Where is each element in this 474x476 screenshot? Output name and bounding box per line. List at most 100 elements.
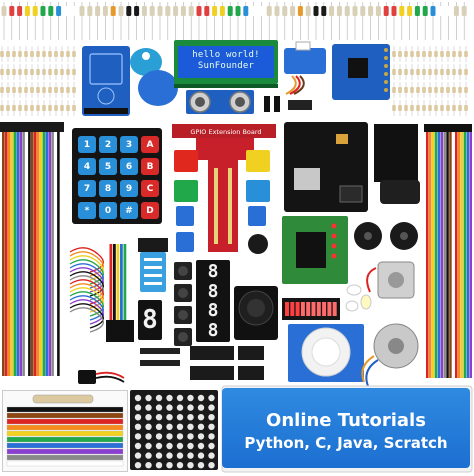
buzzer-icon — [248, 222, 418, 254]
resistor-body — [24, 87, 28, 93]
bundle-wire — [69, 287, 104, 313]
matrix-dot — [145, 423, 152, 430]
resistor-body — [416, 69, 420, 75]
component-body — [391, 6, 397, 16]
bundle-wire — [69, 279, 104, 305]
resistor-body — [60, 87, 64, 93]
component-body — [56, 6, 62, 16]
resistor-body — [464, 69, 468, 75]
ribbon-wire — [39, 126, 43, 376]
servo-motor-icon — [284, 41, 326, 95]
component-body — [243, 6, 249, 16]
component-body — [48, 6, 54, 16]
matrix-dot — [176, 452, 184, 459]
resistor-body — [458, 87, 462, 93]
resistor-body — [416, 51, 420, 57]
matrix-dot — [176, 394, 184, 402]
jumper-wire — [463, 128, 467, 378]
power-module — [284, 122, 420, 212]
resistor-body — [60, 69, 64, 75]
led-dot-matrix — [130, 390, 218, 470]
matrix-dot — [187, 394, 194, 402]
resistor-body — [434, 105, 438, 111]
resistor-body — [392, 69, 396, 75]
resistor-body — [452, 87, 456, 93]
component-body — [173, 6, 179, 16]
keypad-key: # — [120, 202, 138, 219]
jumper-wire — [452, 128, 455, 378]
matrix-dot — [145, 452, 152, 459]
bundle-wire — [69, 291, 104, 317]
ic-chips — [190, 346, 264, 380]
component-body — [141, 6, 147, 16]
ribbon-wire — [4, 126, 8, 376]
matrix-dot — [176, 462, 184, 469]
resistor-body — [72, 105, 76, 111]
resistor-body — [452, 105, 456, 111]
jumper-wire — [449, 128, 452, 378]
component-body — [446, 6, 452, 16]
component-body — [344, 6, 350, 16]
bundle-wire — [69, 299, 104, 325]
resistor-body — [392, 87, 396, 93]
resistor-body — [48, 105, 52, 111]
matrix-dot — [155, 423, 163, 430]
ribbon-wire — [28, 126, 31, 376]
resistor-body — [440, 51, 444, 57]
ribbon-wire — [31, 126, 34, 376]
resistor-body — [410, 51, 414, 57]
resistor-body — [12, 87, 16, 93]
resistor-body — [72, 87, 76, 93]
matrix-dot — [166, 394, 173, 402]
component-body — [71, 6, 77, 16]
resistor-body — [6, 69, 10, 75]
resistor-body — [428, 105, 432, 111]
matrix-dot — [208, 462, 215, 469]
pir-sensor-icon — [288, 324, 364, 382]
matrix-dot — [155, 394, 163, 402]
bundle-wire — [69, 295, 104, 321]
component-body — [383, 6, 389, 16]
keypad-key: 4 — [78, 158, 96, 175]
resistor-body — [30, 105, 34, 111]
led-bar-segment — [290, 302, 295, 316]
resistor-body — [72, 51, 76, 57]
ribbon-wire — [42, 126, 46, 376]
matrix-dot — [134, 423, 142, 430]
top-component-strip — [0, 2, 474, 42]
resistor-body — [464, 51, 468, 57]
matrix-dot — [134, 414, 142, 421]
resistor-body — [434, 51, 438, 57]
matrix-dot — [197, 462, 205, 469]
component-body — [336, 6, 342, 16]
matrix-dot — [176, 404, 184, 411]
resistor-body — [54, 87, 58, 93]
matrix-dot — [134, 462, 142, 469]
sensor-wire — [123, 244, 127, 320]
component-body — [40, 6, 46, 16]
matrix-dot — [134, 452, 142, 459]
ribbon-wire — [25, 126, 28, 376]
led-bar-segment — [295, 302, 300, 316]
matrix-dot — [155, 462, 163, 469]
matrix-dot — [176, 414, 184, 421]
gyro-module — [332, 44, 390, 100]
matrix-dot — [208, 423, 215, 430]
matrix-dot — [197, 394, 205, 402]
chart-resistor-diagram — [32, 394, 94, 404]
component-body — [118, 6, 124, 16]
rfid-module — [82, 46, 130, 116]
component-body — [438, 6, 444, 16]
ribbon-wire — [54, 126, 57, 376]
chart-color-row — [6, 436, 124, 443]
stepper-driver — [282, 216, 348, 284]
matrix-dot — [208, 394, 215, 402]
resistor-body — [392, 51, 396, 57]
resistor-body — [72, 69, 76, 75]
keypad-key: 2 — [99, 136, 117, 153]
matrix-dot — [134, 433, 142, 440]
matrix-dot — [208, 433, 215, 440]
resistor-body — [18, 105, 22, 111]
matrix-dot — [166, 433, 173, 440]
ribbon-wire — [51, 126, 54, 376]
